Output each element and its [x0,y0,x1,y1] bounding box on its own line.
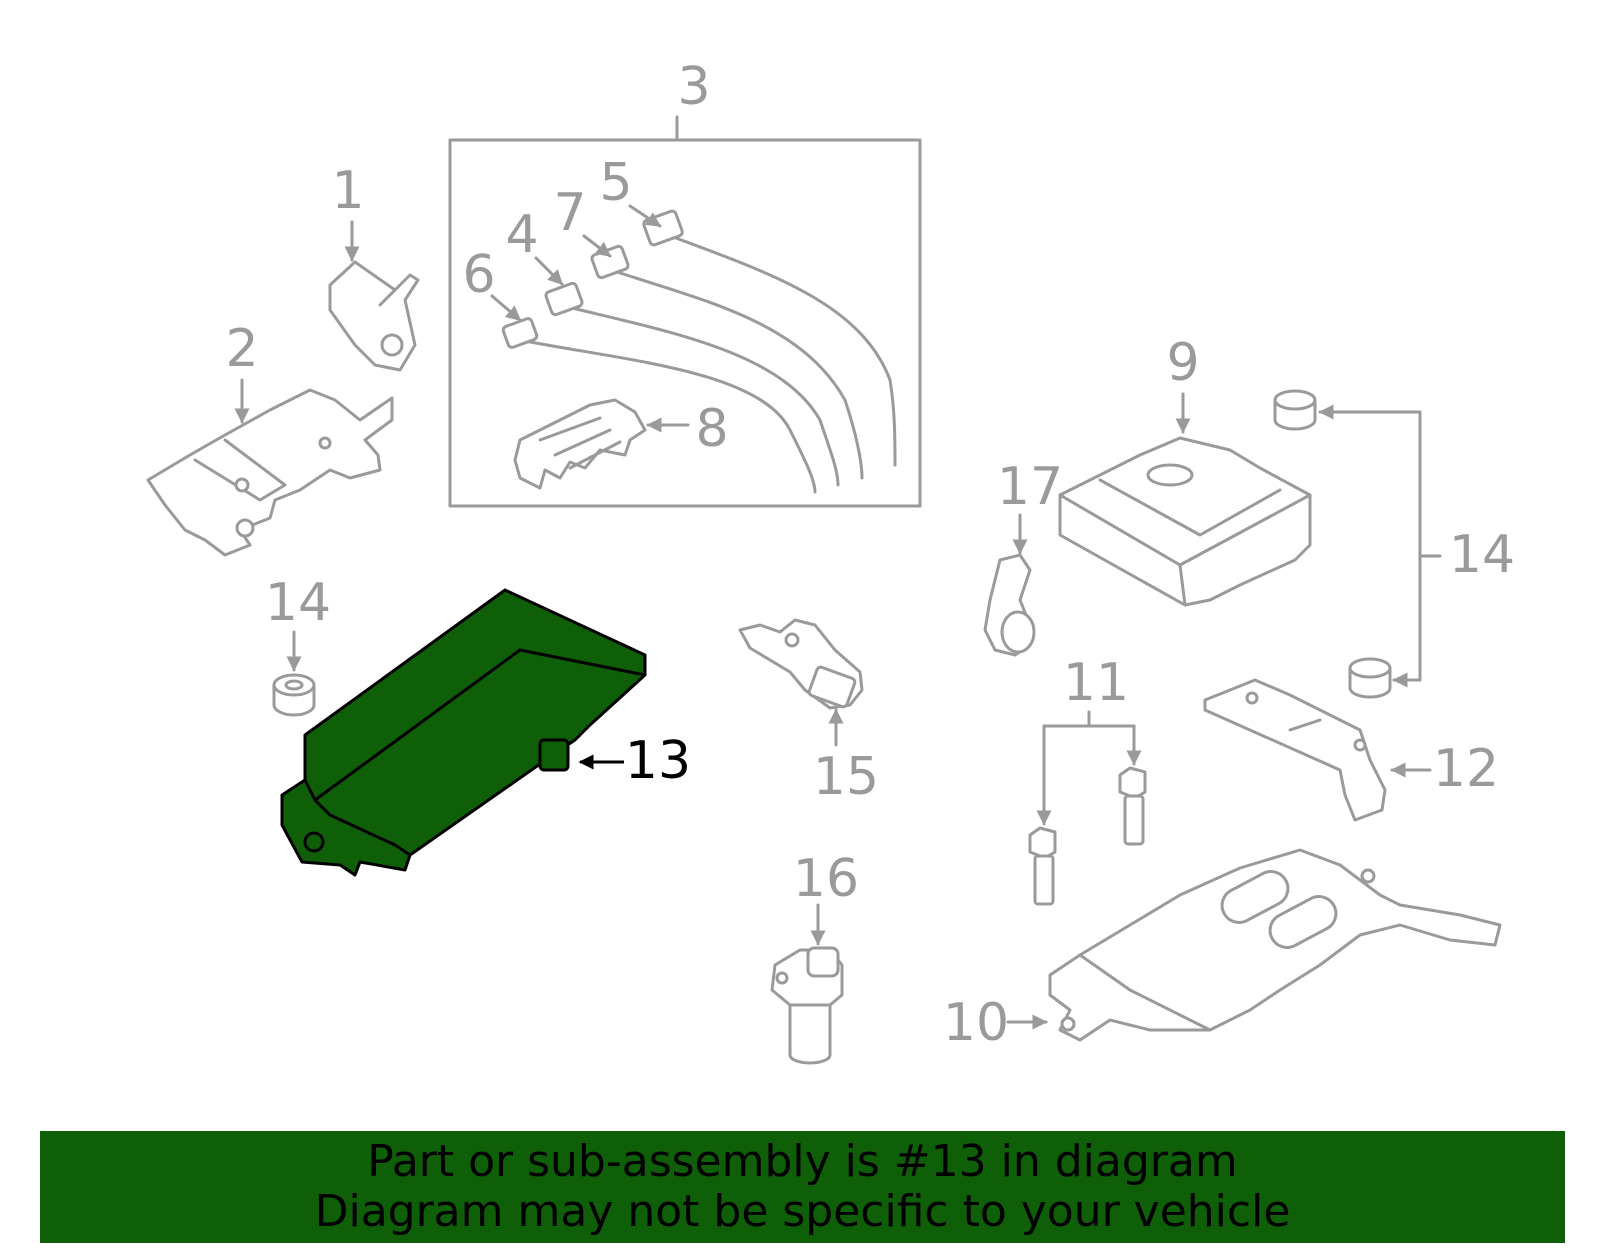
callout-6: 6 [462,245,495,305]
info-banner: Part or sub-assembly is #13 in diagram D… [40,1131,1565,1243]
callout-15: 15 [813,747,879,807]
part-14-spacer-top[interactable] [1273,389,1317,431]
callout-3: 3 [677,57,710,117]
part-13-control-module[interactable] [280,588,647,877]
callout-12: 12 [1433,739,1499,799]
callout-4: 4 [505,205,538,265]
part-17-sensor[interactable] [983,553,1036,657]
banner-line-2: Diagram may not be specific to your vehi… [314,1186,1291,1237]
callout-10: 10 [943,993,1009,1053]
part-15-sensor[interactable] [738,618,864,710]
callout-14-right: 14 [1449,525,1515,585]
leader-7 [582,234,612,258]
callout-1: 1 [331,161,364,221]
leader-5 [628,204,662,228]
part-14-spacer-bottom[interactable] [1348,657,1392,699]
callout-14-left: 14 [265,573,331,633]
banner-line-1: Part or sub-assembly is #13 in diagram [367,1136,1238,1187]
callout-7: 7 [553,183,586,243]
part-2-bracket[interactable] [146,388,394,557]
callout-11: 11 [1063,653,1129,713]
part-9-engine-control-unit[interactable] [1058,436,1312,607]
leader-6 [490,294,522,322]
part-11-bolts[interactable] [1028,766,1147,906]
callout-13: 13 [625,731,691,791]
part-12-bracket[interactable] [1203,678,1387,822]
part-1-sensor[interactable] [328,260,420,372]
part-10-tray[interactable] [1048,848,1502,1042]
part-14-spacer-left[interactable] [272,673,316,717]
part-16-sensor[interactable] [770,946,844,1065]
leader-4 [534,256,564,286]
callout-9: 9 [1166,333,1199,393]
callout-16: 16 [793,849,859,909]
callout-5: 5 [599,153,632,213]
callout-17: 17 [997,457,1063,517]
callout-8: 8 [695,399,728,459]
part-8-wire-holder[interactable] [513,398,647,490]
callout-2: 2 [225,319,258,379]
